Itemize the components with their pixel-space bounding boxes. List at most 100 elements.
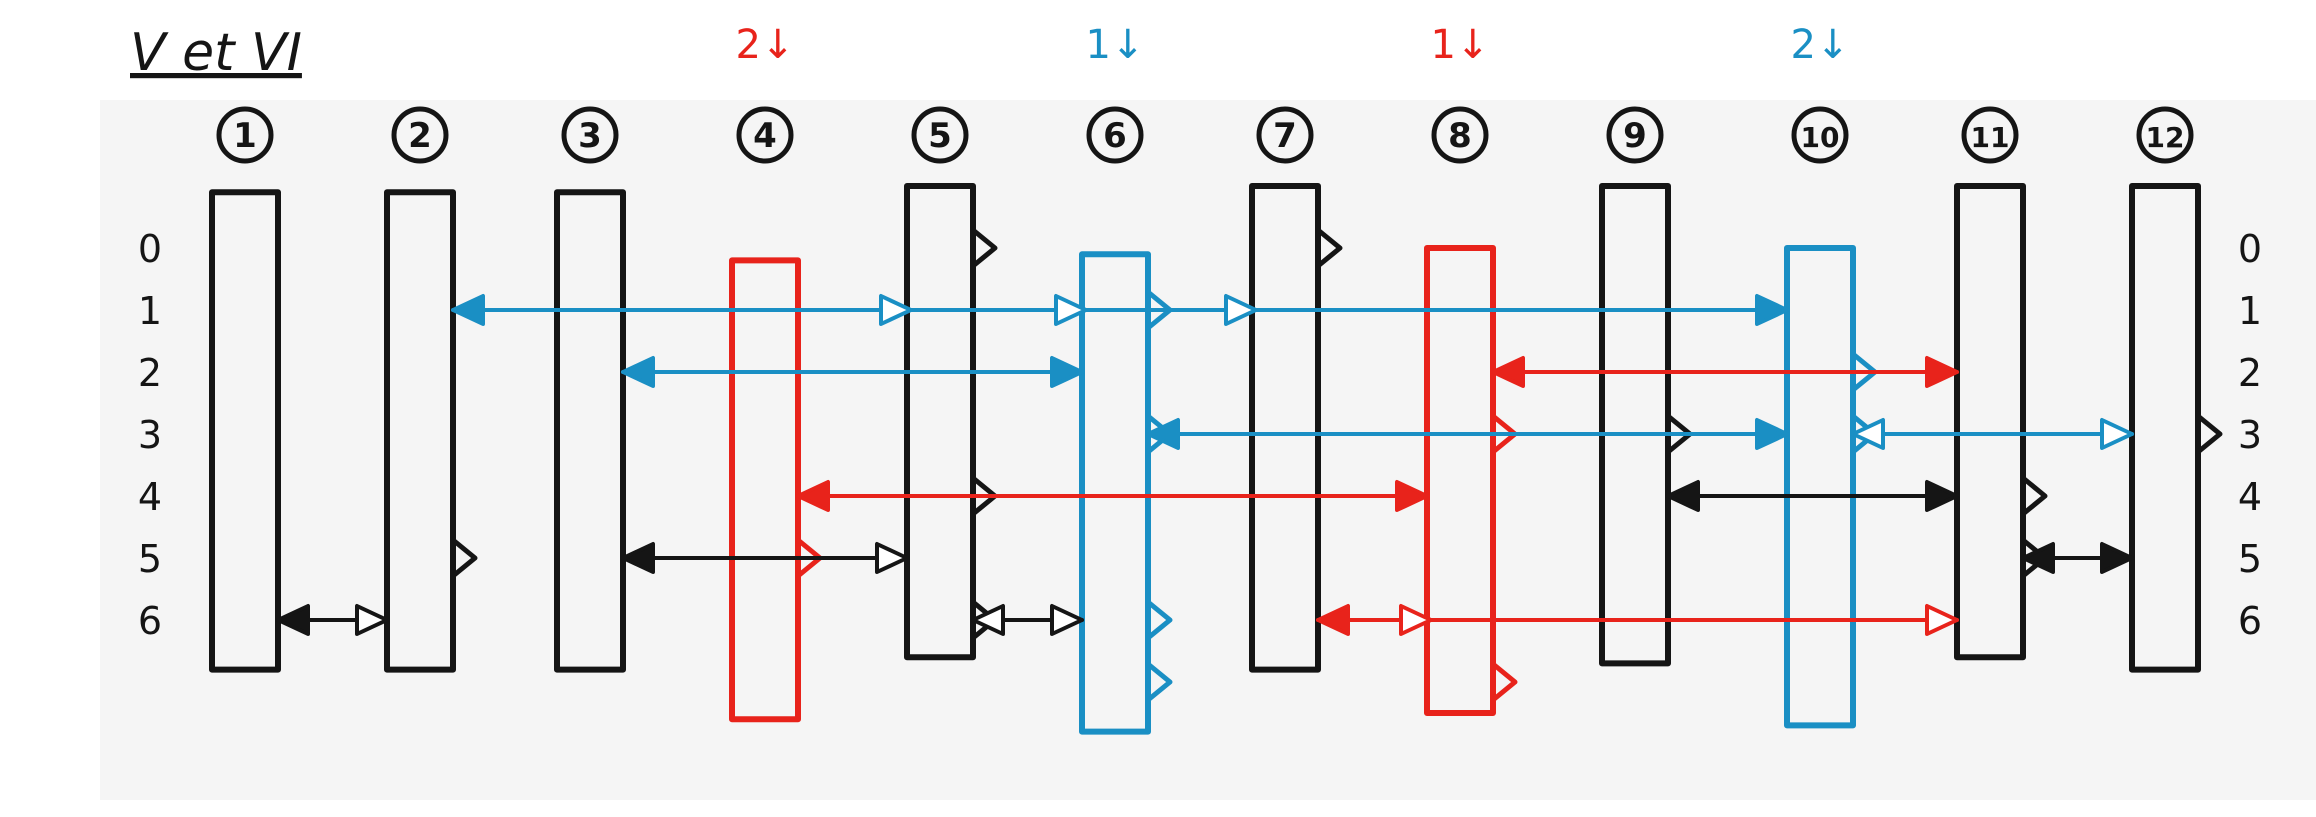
arrow-head-start [1316,604,1350,636]
lifeline-box-12 [2129,183,2201,673]
arrow-head-start [1146,418,1180,450]
column-header-5: 5 [911,106,969,164]
header-circle [216,106,274,164]
header-number: 9 [1623,116,1647,156]
arrow-head-end [1395,480,1429,512]
header-number: 7 [1273,116,1297,156]
column-header-3: 3 [561,106,619,164]
header-number: 4 [753,116,777,156]
row-label-right-5: 5 [2238,537,2262,581]
message-arrow-2 [621,356,1084,388]
arrow-head-end [1755,418,1789,450]
notch-7-0 [1316,228,1343,268]
message-arrow-8 [621,542,909,574]
header-number: 2 [408,116,432,156]
arrow-head-start [276,604,310,636]
header-number: 1 [233,116,257,156]
message-arrow-12 [1316,604,1959,636]
notch-8-7 [1491,662,1518,702]
arrow-head-mid [1224,294,1258,326]
arrow-head-start [1491,356,1525,388]
row-labels-right: 0 1 2 3 4 5 6 [2238,227,2262,643]
lifeline-box-3 [554,189,626,673]
row-label-right-4: 4 [2238,475,2262,519]
diagram-title: V et VI [130,23,302,83]
notch-11-4 [2021,476,2048,516]
message-arrow-6 [796,480,1429,512]
column-header-7: 7 [1256,106,1314,164]
header-number: 3 [578,116,602,156]
message-arrow-7 [1666,480,1959,512]
arrow-head-end [1050,356,1084,388]
lifeline-boxes [209,183,2201,735]
header-circle [1961,106,2019,164]
message-arrows [276,294,2134,636]
row-label-left-2: 2 [138,351,162,395]
notch-6-7 [1146,662,1173,702]
message-arrow-11 [971,604,1084,636]
lifeline-box-1 [209,189,281,673]
row-label-left-4: 4 [138,475,162,519]
header-number: 5 [928,116,952,156]
column-annotation-4: 2↓ [736,22,795,68]
header-circle [391,106,449,164]
message-arrow-10 [276,604,389,636]
arrow-head-mid [1399,604,1433,636]
arrow-head-end [1925,356,1959,388]
header-circle [1606,106,1664,164]
column-header-10: 10 [1791,106,1849,164]
header-number: 12 [2146,121,2185,154]
lifeline-box-7 [1249,183,1321,673]
arrow-head-mid [1054,294,1088,326]
row-label-left-1: 1 [138,289,162,333]
paper-band [100,100,2316,800]
arrow-head-end [875,542,909,574]
row-label-right-0: 0 [2238,227,2262,271]
column-annotations: 2↓ 1↓ 1↓ 2↓ [736,22,1850,68]
row-label-right-3: 3 [2238,413,2262,457]
row-label-right-1: 1 [2238,289,2262,333]
arrow-head-end [2100,418,2134,450]
column-annotation-8: 1↓ [1431,22,1490,68]
arrow-head-end [1925,604,1959,636]
arrow-head-start [621,542,655,574]
lifeline-box-10 [1784,245,1856,729]
header-circle [911,106,969,164]
arrow-head-end [1925,480,1959,512]
lifeline-box-9 [1599,183,1671,667]
row-label-right-2: 2 [2238,351,2262,395]
message-arrow-1 [451,294,1789,326]
message-arrow-9 [2021,542,2134,574]
header-circle [561,106,619,164]
row-label-left-0: 0 [138,227,162,271]
header-number: 6 [1103,116,1127,156]
header-circle [736,106,794,164]
row-label-right-6: 6 [2238,599,2262,643]
column-annotation-10: 2↓ [1791,22,1850,68]
row-label-left-6: 6 [138,599,162,643]
column-header-6: 6 [1086,106,1144,164]
lifeline-box-11 [1954,183,2026,661]
header-circle [1791,106,1849,164]
arrow-head-mid [879,294,913,326]
notch-12-3 [2196,414,2223,454]
arrow-head-end [2100,542,2134,574]
arrow-head-start [1851,418,1885,450]
header-circle [2136,106,2194,164]
lifeline-box-6 [1079,251,1151,735]
row-label-left-5: 5 [138,537,162,581]
column-header-9: 9 [1606,106,1664,164]
message-arrow-3 [1491,356,1959,388]
column-annotation-6: 1↓ [1086,22,1145,68]
header-number: 10 [1801,121,1840,154]
lifeline-box-2 [384,189,456,673]
column-header-8: 8 [1431,106,1489,164]
lifeline-box-5 [904,183,976,661]
message-arrow-5 [1851,418,2134,450]
arrow-head-start [971,604,1005,636]
column-header-2: 2 [391,106,449,164]
arrow-head-start [2021,542,2055,574]
